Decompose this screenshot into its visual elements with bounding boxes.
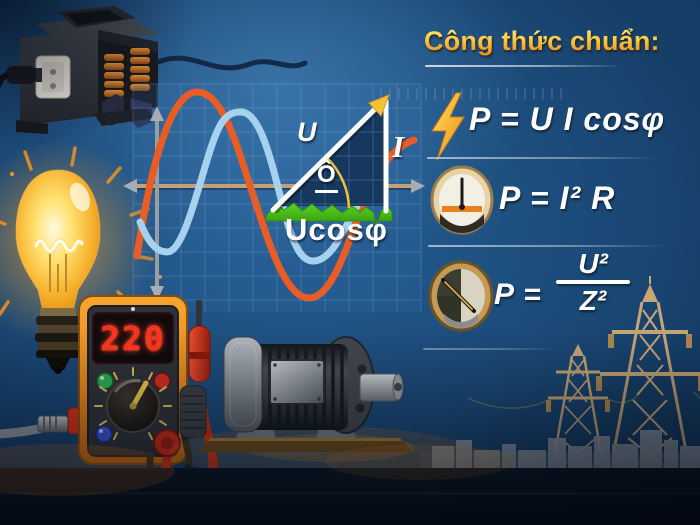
gauge-icon (428, 260, 494, 332)
formula-apparent-power: P = U I cosφ (469, 101, 666, 137)
formula-divider (427, 157, 659, 159)
title-underline (425, 65, 623, 67)
triangle-angle-label: Ô (315, 161, 338, 193)
formula-divider (428, 245, 668, 247)
triangle-voltage-label: U (297, 117, 317, 147)
waveform-graph (123, 83, 425, 312)
triangle-current-label: I (392, 129, 405, 164)
lightning-bolt-icon (431, 92, 465, 161)
motor-nameplate (269, 359, 325, 405)
triangle-projection-label: Ucosφ (285, 212, 388, 247)
fraction-denominator: Z² (579, 285, 607, 317)
red-button (153, 372, 171, 390)
fraction-numerator: U² (578, 248, 608, 279)
fraction-bar (556, 280, 630, 285)
formula-i2r: P = I² R (499, 180, 616, 216)
decor-cable (155, 55, 308, 71)
panel-title: Công thức chuẩn: (424, 26, 660, 56)
formula-u2z2-prefix: P = (494, 278, 542, 311)
gauge-icon (430, 165, 494, 235)
formula-u2z2-fraction: U² Z² (556, 249, 630, 316)
blue-button (95, 425, 113, 443)
multimeter-display: 220 (100, 318, 166, 358)
formula-divider (423, 348, 555, 350)
